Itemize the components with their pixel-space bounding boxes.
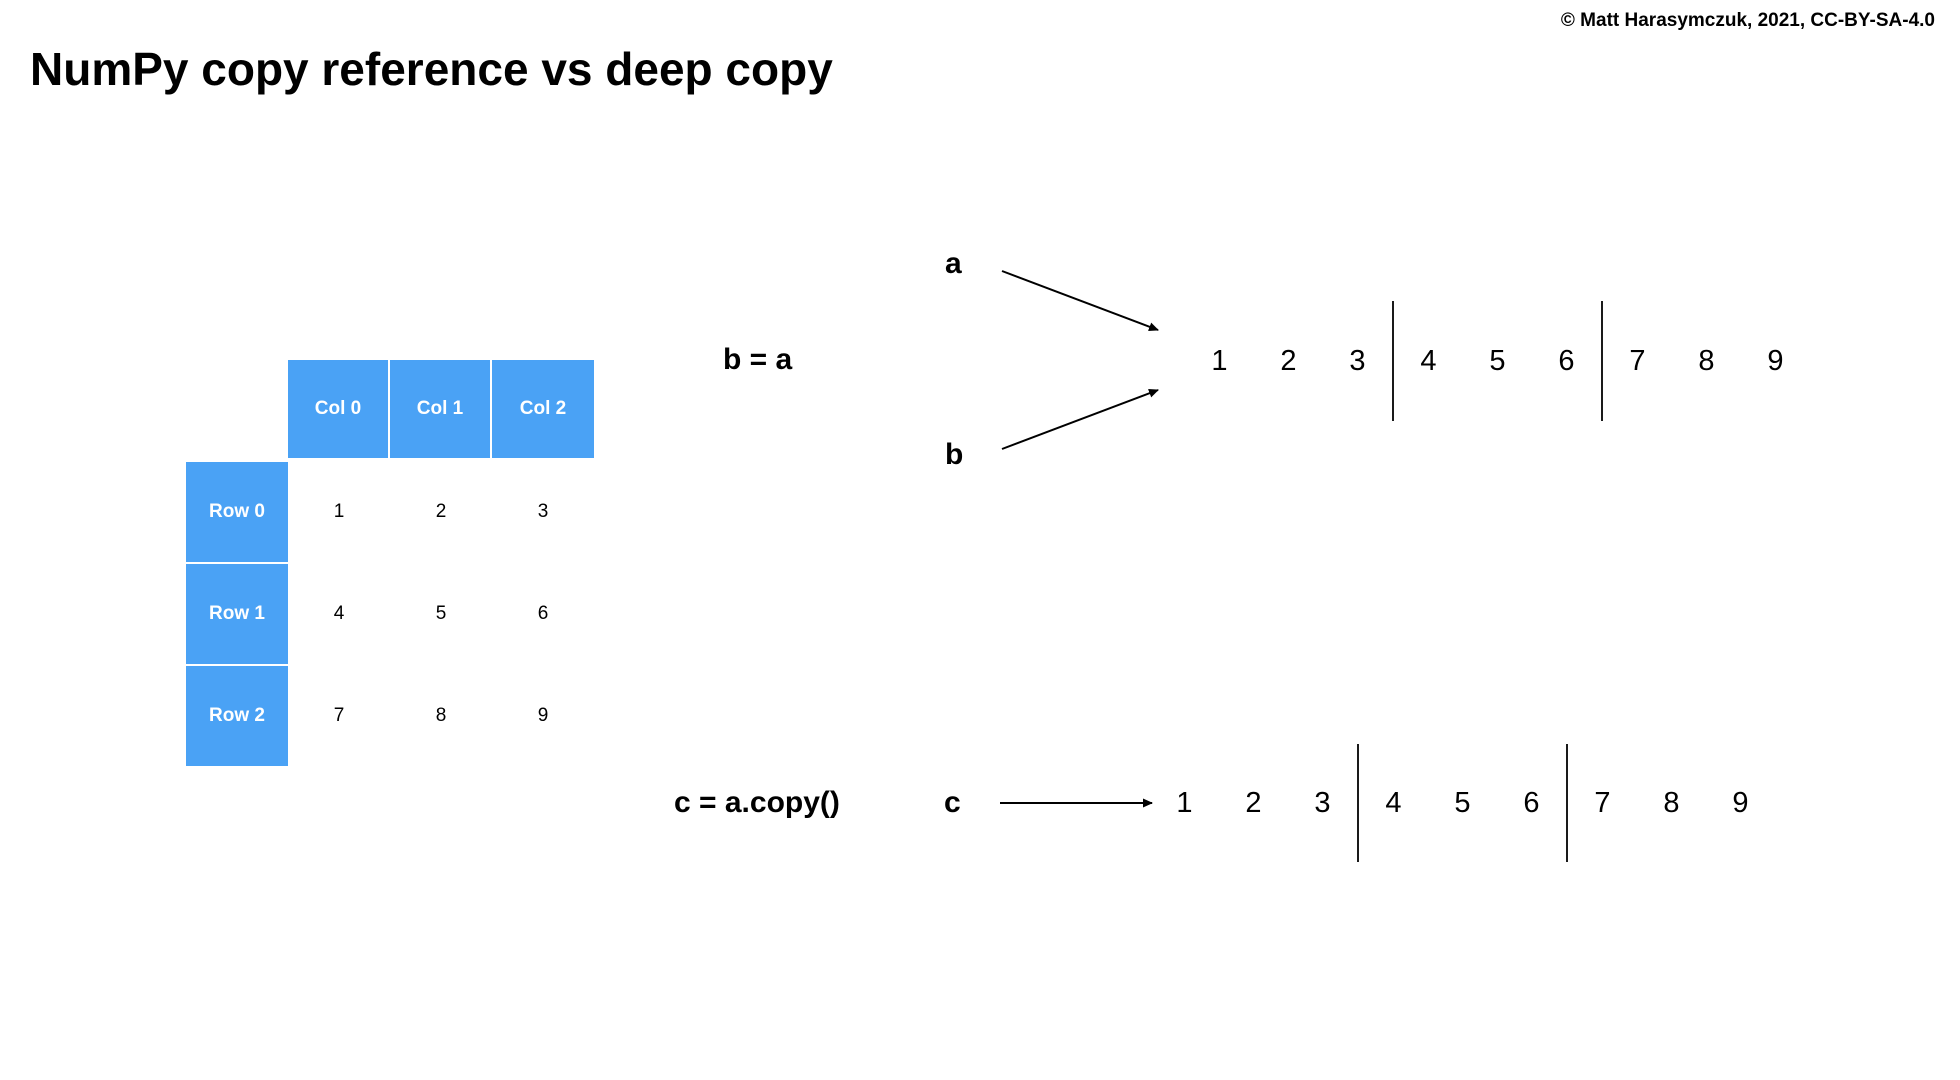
memory-value: 6 xyxy=(1523,786,1540,819)
memory-value: 2 xyxy=(1280,344,1297,377)
memory-value: 5 xyxy=(1489,344,1506,377)
memory-value: 3 xyxy=(1314,786,1331,819)
memory-value: 2 xyxy=(1245,786,1262,819)
arrow-b-to-memory-icon xyxy=(1001,388,1159,450)
table-row: Row 0 1 2 3 xyxy=(186,462,594,562)
memory-value: 8 xyxy=(1663,786,1680,819)
memory-value: 4 xyxy=(1385,786,1402,819)
table-cell: 8 xyxy=(390,666,492,766)
memory-value: 6 xyxy=(1558,344,1575,377)
col-header-0: Col 0 xyxy=(288,360,390,458)
label-c-equals-a-copy: c = a.copy() xyxy=(674,786,840,819)
memory-value: 3 xyxy=(1349,344,1366,377)
col-header-1: Col 1 xyxy=(390,360,492,458)
table-row: Row 1 4 5 6 xyxy=(186,564,594,664)
label-variable-a: a xyxy=(945,247,962,280)
table-row: Row 2 7 8 9 xyxy=(186,666,594,766)
memory-value: 4 xyxy=(1420,344,1437,377)
col-header-2: Col 2 xyxy=(492,360,594,458)
memory-divider xyxy=(1566,744,1568,862)
memory-divider xyxy=(1601,301,1603,421)
memory-row-shared: 1 2 3 4 5 6 7 8 9 xyxy=(1185,301,1810,421)
memory-value: 5 xyxy=(1454,786,1471,819)
memory-divider xyxy=(1357,744,1359,862)
memory-row-copied: 1 2 3 4 5 6 7 8 9 xyxy=(1150,744,1775,862)
table-cell: 5 xyxy=(390,564,492,664)
arrow-a-to-memory-icon xyxy=(1001,270,1159,332)
table-cell: 7 xyxy=(288,666,390,766)
label-b-equals-a: b = a xyxy=(723,343,793,376)
label-variable-c: c xyxy=(944,786,961,819)
memory-divider xyxy=(1392,301,1394,421)
table-cell: 9 xyxy=(492,666,594,766)
memory-value: 9 xyxy=(1767,344,1784,377)
row-header-1: Row 1 xyxy=(186,564,288,664)
table-cell: 6 xyxy=(492,564,594,664)
table-cell: 3 xyxy=(492,462,594,562)
row-header-2: Row 2 xyxy=(186,666,288,766)
table-column-headers: Col 0 Col 1 Col 2 xyxy=(288,360,594,458)
memory-value: 7 xyxy=(1629,344,1646,377)
numpy-array-table: Row 0 1 2 3 Row 1 4 5 6 Row 2 7 8 9 xyxy=(186,462,594,768)
table-cell: 1 xyxy=(288,462,390,562)
row-header-0: Row 0 xyxy=(186,462,288,562)
copyright-notice: © Matt Harasymczuk, 2021, CC-BY-SA-4.0 xyxy=(1560,10,1935,31)
label-variable-b: b xyxy=(945,438,964,471)
table-cell: 2 xyxy=(390,462,492,562)
page-title: NumPy copy reference vs deep copy xyxy=(30,43,833,95)
table-cell: 4 xyxy=(288,564,390,664)
memory-value: 9 xyxy=(1732,786,1749,819)
memory-value: 7 xyxy=(1594,786,1611,819)
memory-value: 1 xyxy=(1176,786,1193,819)
memory-value: 1 xyxy=(1211,344,1228,377)
memory-value: 8 xyxy=(1698,344,1715,377)
